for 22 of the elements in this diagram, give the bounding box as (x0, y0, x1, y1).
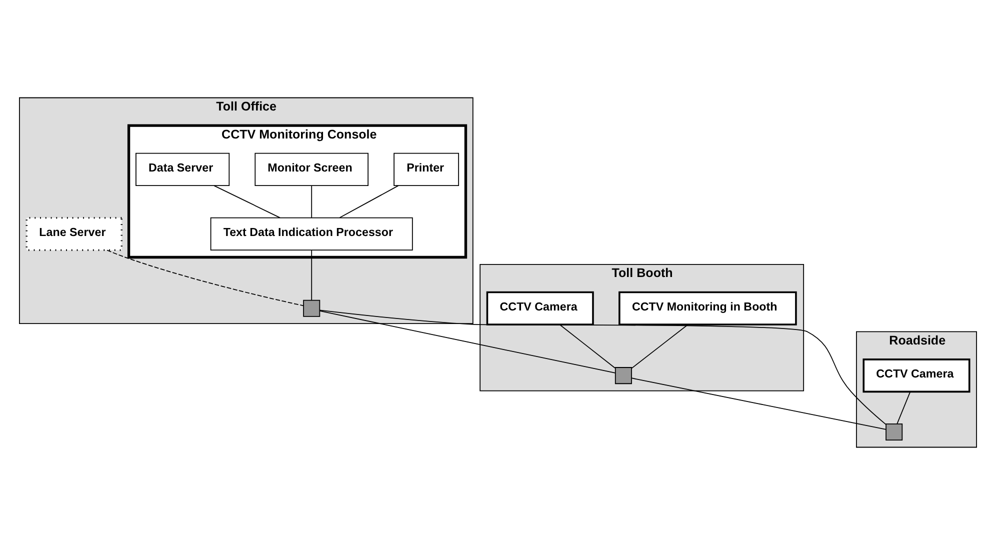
node-box: Lane Server (26, 216, 123, 250)
connector (631, 324, 688, 368)
connector (320, 310, 616, 373)
node-box (614, 366, 632, 384)
node-box (886, 423, 903, 440)
connector (319, 309, 886, 424)
node-box: Data Server (136, 152, 230, 186)
connector (311, 184, 312, 218)
connector (339, 184, 399, 218)
connector (311, 249, 312, 300)
connector (631, 377, 886, 430)
connector (559, 324, 616, 368)
node-box (303, 299, 320, 316)
node-box: Text Data Indication Processor (210, 216, 413, 250)
node-box: Monitor Screen (254, 152, 368, 186)
connector (214, 184, 280, 218)
node-box: CCTV Camera (486, 290, 594, 325)
node-box: CCTV Camera (862, 358, 970, 392)
node-box: Printer (394, 152, 460, 186)
node-box: CCTV Monitoring in Booth (618, 290, 797, 325)
connector (896, 391, 911, 424)
connector (106, 249, 304, 306)
